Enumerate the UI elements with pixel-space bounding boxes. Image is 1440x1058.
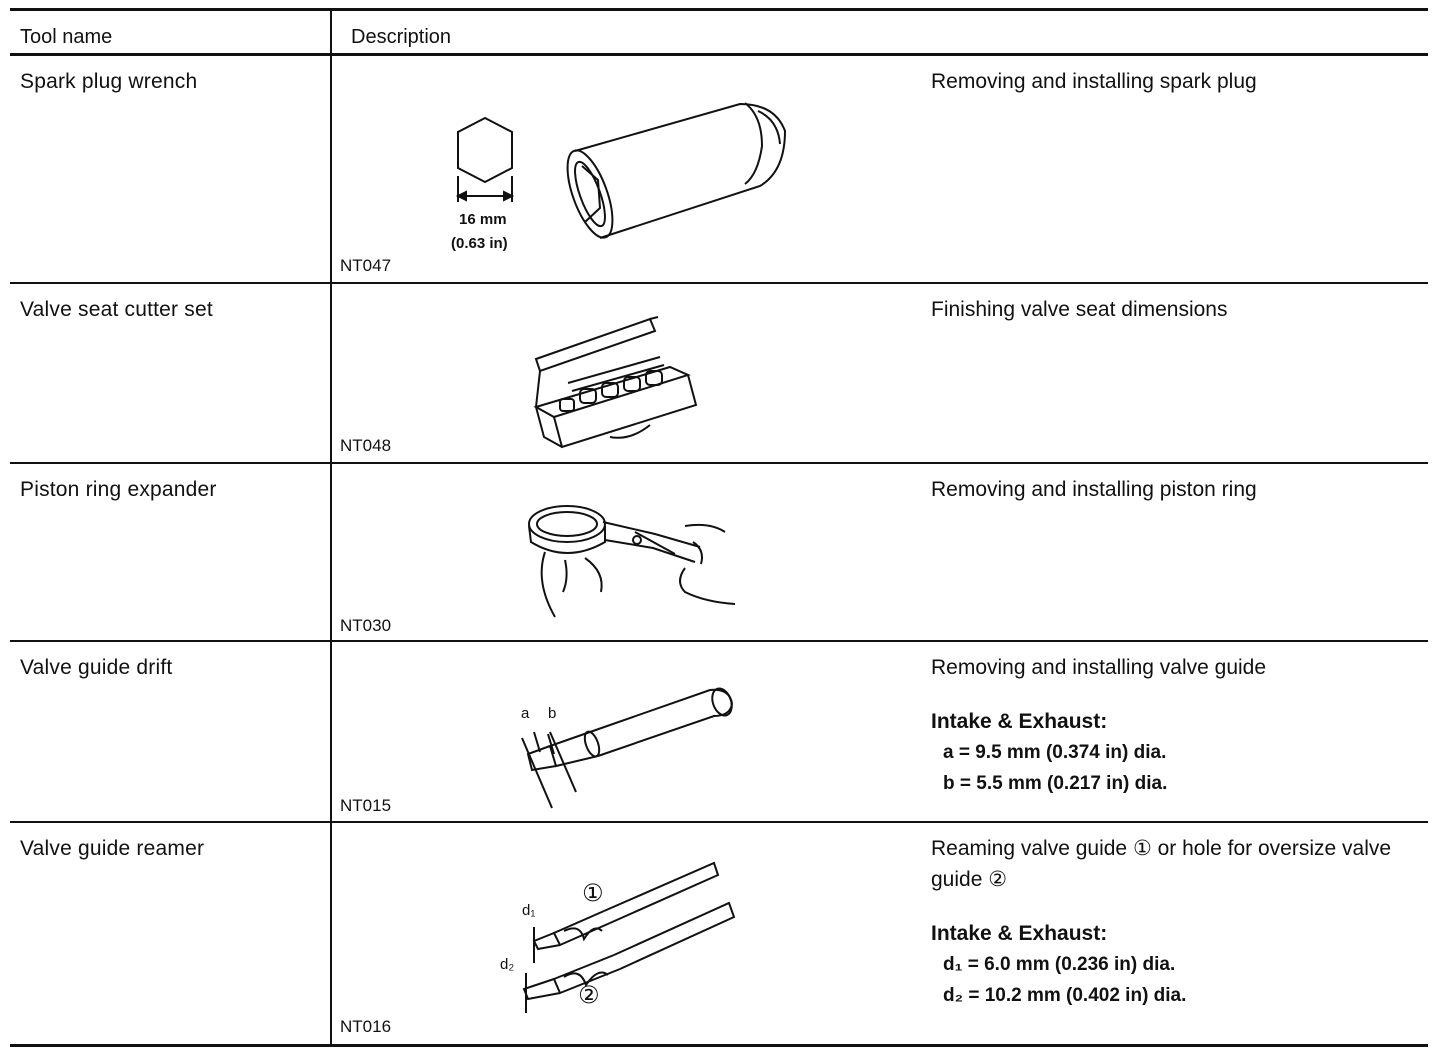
table-bottom-rule bbox=[10, 1044, 1428, 1047]
header-description: Description bbox=[351, 26, 452, 48]
tool-name: Valve guide drift bbox=[20, 656, 173, 679]
table-row: Piston ring expander Removing and instal… bbox=[10, 464, 1428, 640]
table-row: Valve seat cutter set Finishing valve se… bbox=[10, 284, 1428, 462]
spec-heading: Intake & Exhaust: bbox=[931, 922, 1108, 945]
dimension-label: 16 mm bbox=[459, 211, 507, 228]
spec-line: d₁ = 6.0 mm (0.236 in) dia. bbox=[943, 954, 1176, 975]
figure-code: NT047 bbox=[340, 256, 392, 275]
figure-code: NT048 bbox=[340, 436, 392, 455]
dimension-label-d1: d₁ bbox=[522, 902, 535, 919]
table-top-rule bbox=[10, 8, 1428, 11]
callout-2: ② bbox=[578, 982, 600, 1009]
figure-code: NT015 bbox=[340, 796, 392, 815]
tool-name: Piston ring expander bbox=[20, 478, 217, 501]
valve-guide-reamer-illustration: d₁ d₂ ① ② bbox=[500, 861, 736, 1013]
figure-code: NT030 bbox=[340, 616, 392, 635]
dimension-label: (0.63 in) bbox=[451, 235, 508, 252]
header-tool-name: Tool name bbox=[20, 26, 113, 48]
row-divider bbox=[10, 821, 1428, 823]
spec-line: a = 9.5 mm (0.374 in) dia. bbox=[943, 742, 1167, 763]
tool-description: Removing and installing valve guide Inta… bbox=[931, 652, 1421, 799]
column-divider bbox=[330, 8, 332, 1047]
valve-seat-cutter-set-illustration bbox=[533, 316, 698, 449]
tool-description: Removing and installing piston ring bbox=[931, 478, 1257, 501]
table-row: Valve guide reamer Reaming valve guide ①… bbox=[10, 823, 1428, 1044]
row-divider bbox=[10, 462, 1428, 464]
table-row: Valve guide drift Removing and installin… bbox=[10, 642, 1428, 821]
spec-line: d₂ = 10.2 mm (0.402 in) dia. bbox=[943, 985, 1187, 1006]
description-text: Removing and installing valve guide bbox=[931, 656, 1267, 679]
piston-ring-expander-illustration bbox=[528, 505, 736, 618]
row-divider bbox=[10, 282, 1428, 284]
table-row: Spark plug wrench Removing and installin… bbox=[10, 56, 1428, 282]
tool-description: Removing and installing spark plug bbox=[931, 70, 1257, 93]
spec-line: b = 5.5 mm (0.217 in) dia. bbox=[943, 773, 1168, 794]
tool-name: Spark plug wrench bbox=[20, 70, 198, 93]
header-rule bbox=[10, 53, 1428, 56]
valve-guide-drift-illustration: a b bbox=[521, 687, 734, 809]
dimension-label-d2: d₂ bbox=[500, 956, 514, 973]
description-text: Reaming valve guide ① or hole for oversi… bbox=[931, 837, 1392, 891]
tool-name: Valve guide reamer bbox=[20, 837, 205, 860]
tool-description: Reaming valve guide ① or hole for oversi… bbox=[931, 833, 1421, 1011]
figure-code: NT016 bbox=[340, 1017, 392, 1036]
dimension-label-b: b bbox=[548, 705, 556, 722]
row-divider bbox=[10, 640, 1428, 642]
callout-1: ① bbox=[582, 880, 604, 907]
dimension-label-a: a bbox=[521, 705, 530, 722]
tool-name: Valve seat cutter set bbox=[20, 298, 213, 321]
tool-description: Finishing valve seat dimensions bbox=[931, 298, 1228, 321]
spark-plug-wrench-illustration: 16 mm (0.63 in) bbox=[451, 102, 787, 252]
spec-heading: Intake & Exhaust: bbox=[931, 710, 1108, 733]
